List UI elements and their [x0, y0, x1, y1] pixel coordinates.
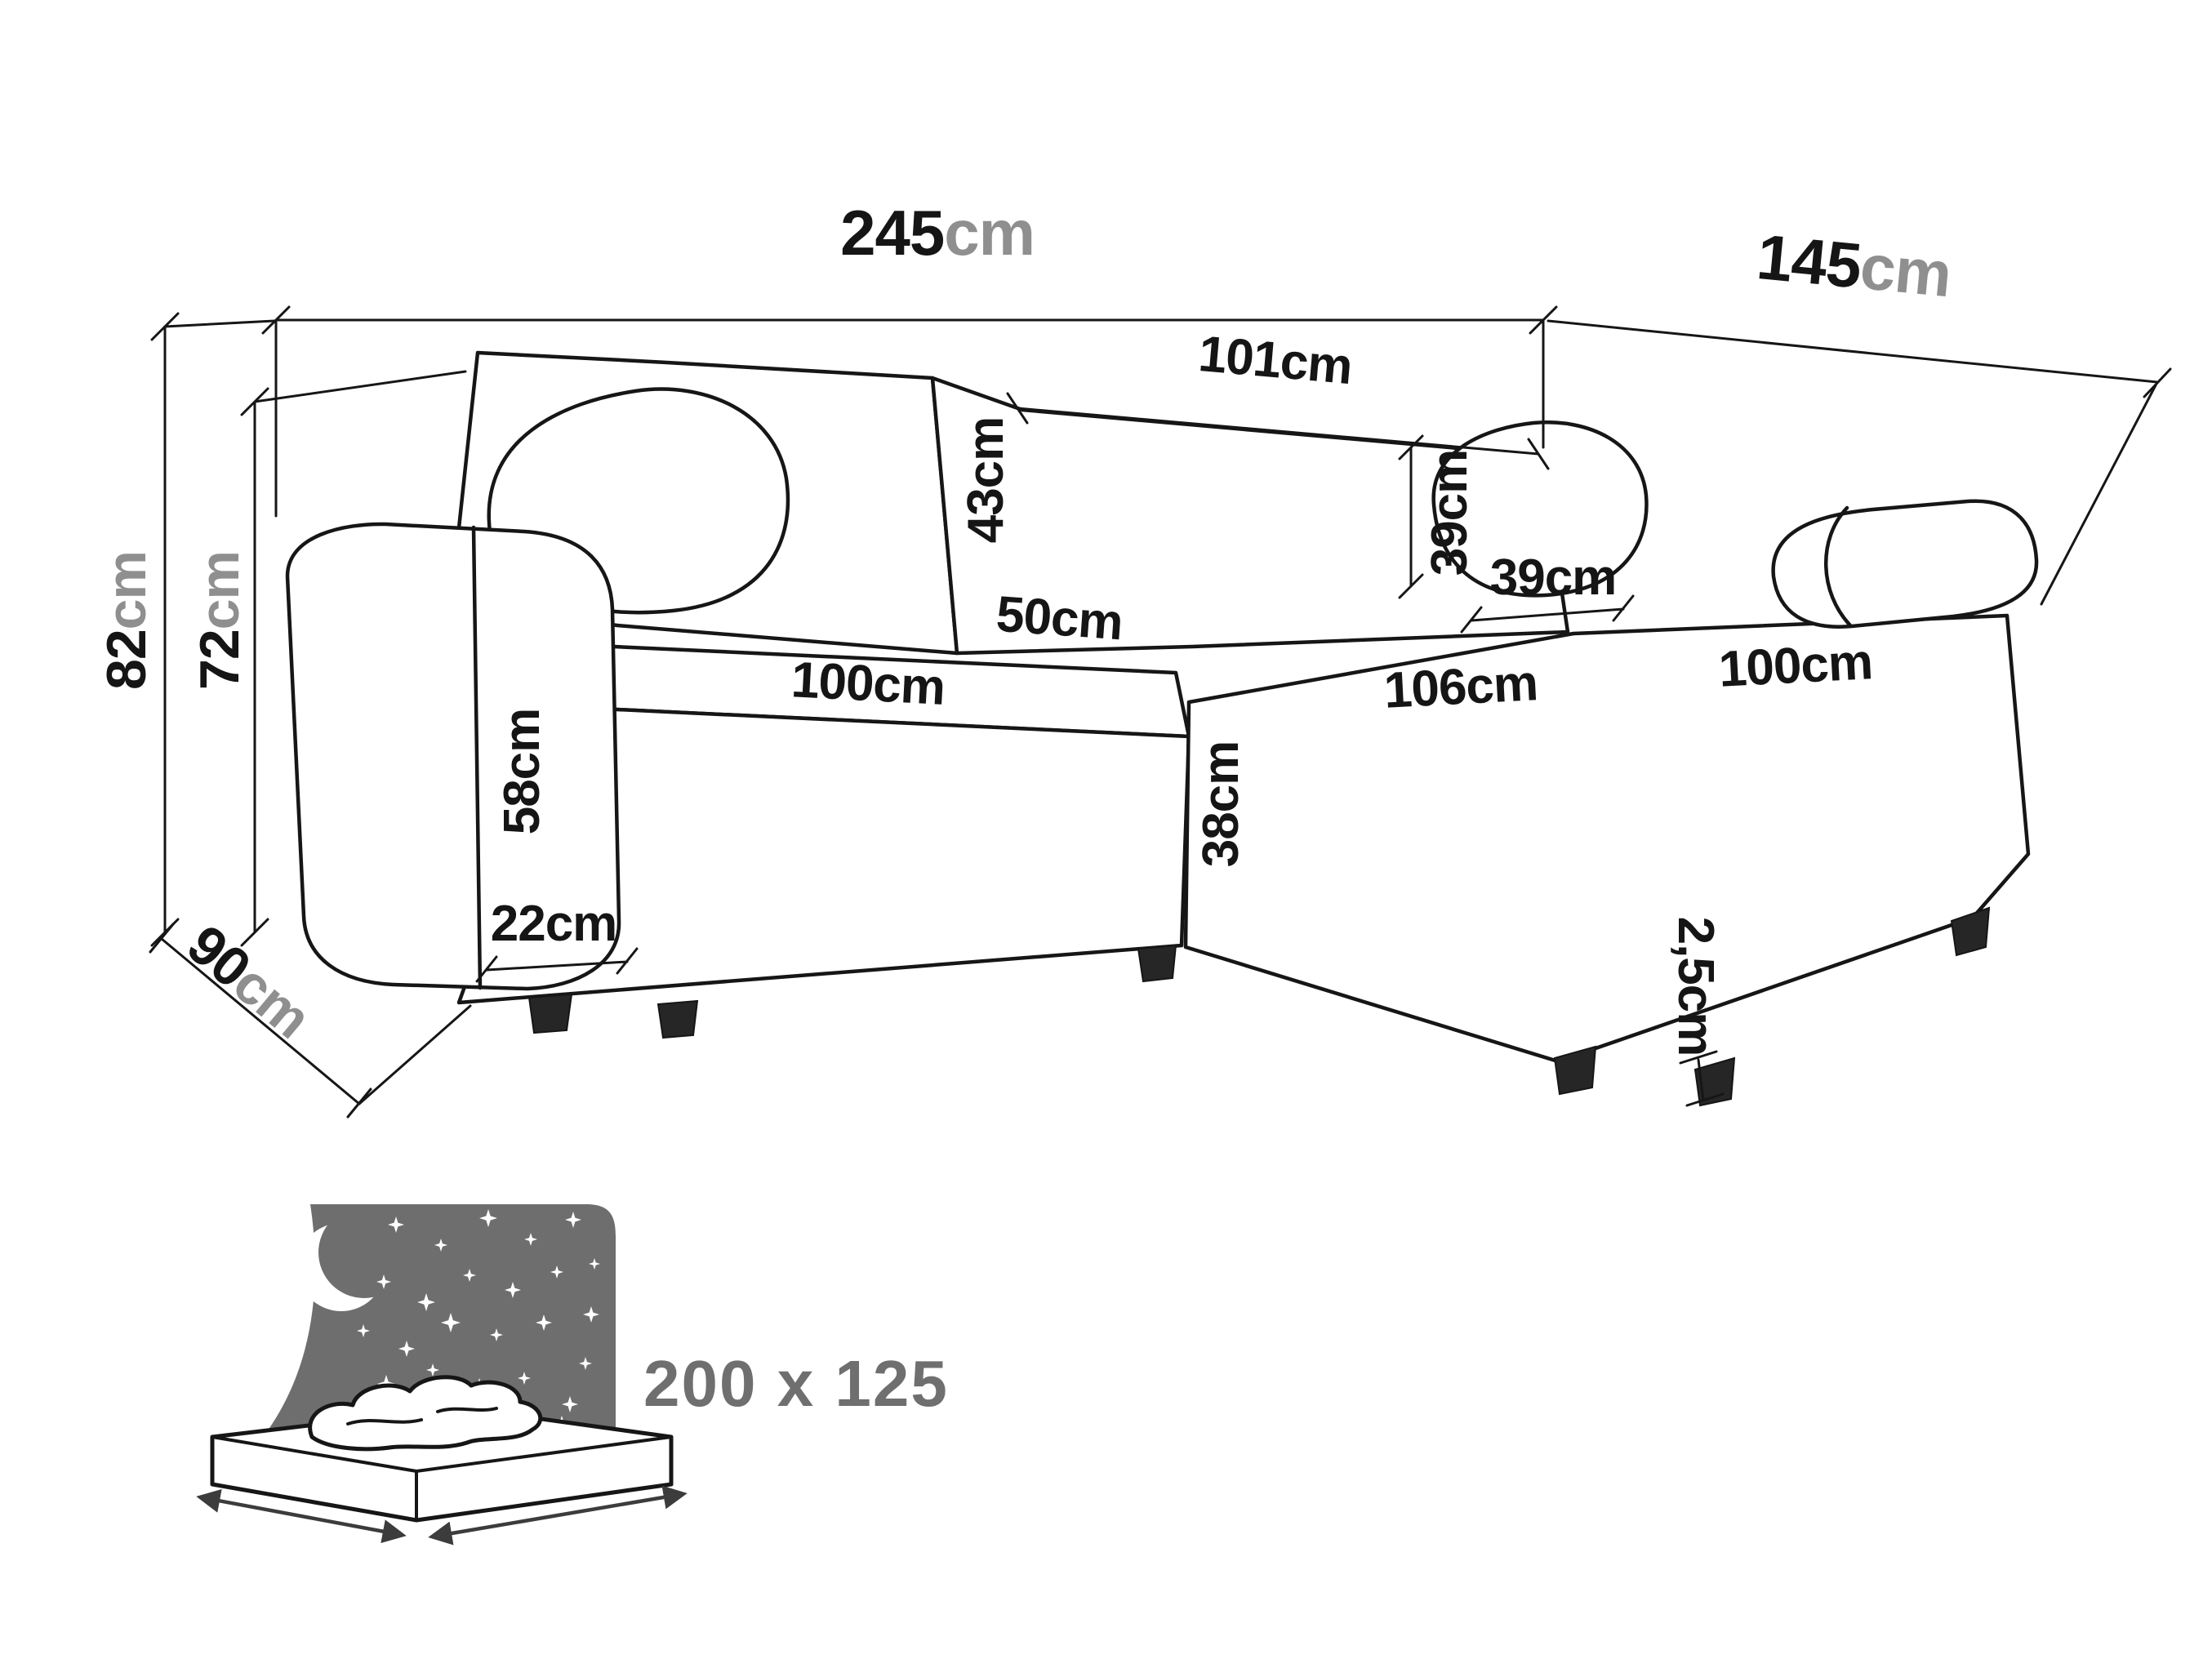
sofa-leg: [1693, 1056, 1736, 1107]
label-armrest-height: 58cm: [494, 709, 550, 835]
label-armrest-width: 22cm: [491, 896, 617, 952]
dim-line-145: [1547, 319, 2172, 606]
label-pillow-height: 39cm: [1422, 450, 1478, 576]
label-corner-seat-width: 106cm: [1382, 655, 1538, 719]
dim-line-101: [1006, 392, 1550, 470]
dim-line-22: [475, 947, 639, 983]
armrest-left-seam: [471, 525, 483, 990]
dim-line-82: [150, 312, 276, 947]
label-seat-depth: 50cm: [995, 586, 1124, 652]
label-back-section-width: 101cm: [1196, 326, 1354, 395]
dim-line-72: [240, 370, 467, 947]
dimension-labels: 245cm 145cm 82cm 72cm 90cm 101cm 43cm 39…: [96, 197, 1954, 1056]
label-height-backrest: 72cm: [189, 551, 251, 690]
width-arrow-icon: [428, 1485, 688, 1546]
sofa-leg: [1137, 944, 1177, 983]
length-arrow-icon: [196, 1488, 407, 1544]
label-leg-height: 2,5cm: [1667, 917, 1724, 1056]
sofa-leg: [1553, 1045, 1597, 1096]
mattress-edges: [211, 1435, 673, 1522]
sofa-leg: [1950, 906, 1991, 957]
dim-line-90: [149, 923, 472, 1119]
sleeping-area-size: 200 x 125: [643, 1347, 949, 1420]
label-height-total: 82cm: [96, 551, 158, 690]
label-chaise-width: 100cm: [1717, 634, 1873, 698]
moon-shadow-circle: [318, 1207, 410, 1298]
bedding-folds: [346, 1407, 498, 1425]
bolster-cap-seam: [1824, 505, 1853, 628]
pillow-corner: [1431, 420, 1649, 598]
armrest-left: [285, 522, 621, 991]
dim-line-245: [261, 305, 1558, 518]
label-seat-width-left: 100cm: [790, 652, 946, 716]
label-back-cushion-height: 43cm: [958, 417, 1014, 544]
bedding-duvet: [308, 1375, 543, 1452]
label-overall-width: 245cm: [840, 197, 1035, 269]
sleeping-area-icon-group: 200 x 125: [196, 1204, 949, 1546]
sofa-leg: [656, 999, 699, 1039]
label-seat-height: 38cm: [1193, 741, 1249, 868]
dim-line-39-horizontal: [1460, 594, 1635, 634]
label-depth-right: 145cm: [1754, 220, 1954, 310]
label-pillow-width: 39cm: [1490, 549, 1617, 606]
sofa-leg: [527, 993, 573, 1034]
armrest-right-bolster: [1771, 499, 2039, 629]
dim-line-39-vertical: [1398, 434, 1424, 599]
chaise-section: [1183, 613, 2031, 1064]
dim-line-2-5: [1679, 1050, 1725, 1107]
dimension-lines: [149, 305, 2172, 1119]
sofa-drawing: [285, 350, 2039, 1107]
